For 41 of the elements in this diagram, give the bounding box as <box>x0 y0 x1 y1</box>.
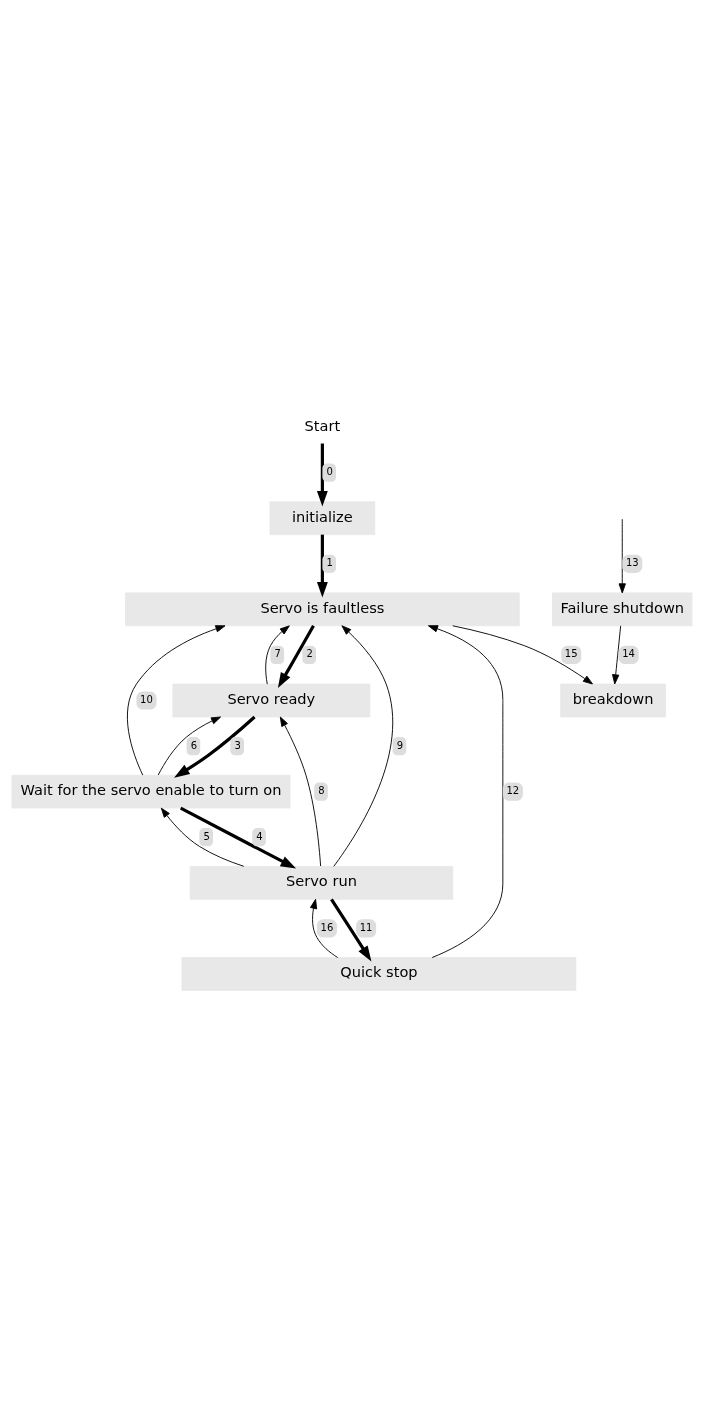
arrow <box>333 625 394 867</box>
edge-label: 4 <box>256 830 263 842</box>
arrow <box>279 716 322 867</box>
arrow <box>160 807 245 867</box>
node-box: Servo run <box>189 865 454 900</box>
edge-label: 12 <box>506 785 520 797</box>
node-box: initialize <box>269 501 376 536</box>
arrow <box>265 625 290 685</box>
arrow <box>612 625 622 685</box>
edge-label: 16 <box>320 921 334 933</box>
arrow <box>174 715 256 778</box>
node-box: Servo is faultless <box>125 592 520 627</box>
node-box: Quick stop <box>181 957 577 991</box>
edge-label: 11 <box>359 921 373 933</box>
arrow <box>126 625 226 776</box>
node-box: Servo ready <box>172 683 371 718</box>
edge-label: 14 <box>622 648 636 660</box>
edge-label: 13 <box>625 557 639 569</box>
edge-label: 6 <box>190 739 198 751</box>
edge-label: 0 <box>326 466 333 478</box>
arrow <box>618 518 626 594</box>
edge-label: 2 <box>306 648 313 660</box>
arrow <box>316 443 328 507</box>
node-box: breakdown <box>560 683 666 718</box>
arrow <box>179 806 297 869</box>
node-box: Failure shutdown <box>552 592 693 627</box>
edge-label: 15 <box>564 648 578 660</box>
arrow <box>427 625 504 958</box>
node-box: Wait for the servo enable to turn on <box>11 774 291 809</box>
arrow <box>330 898 372 962</box>
edge-label: 9 <box>396 739 404 751</box>
node-text: Start <box>304 416 341 434</box>
edge-label: 10 <box>140 694 153 706</box>
edge-label: 5 <box>203 830 210 842</box>
edge-label: 3 <box>234 739 241 751</box>
arrow <box>316 534 328 598</box>
edge-label: 1 <box>326 557 333 569</box>
edge-label: 8 <box>318 785 325 797</box>
arrow <box>452 625 593 685</box>
edge-label: 7 <box>274 648 281 660</box>
arrow <box>157 716 222 776</box>
